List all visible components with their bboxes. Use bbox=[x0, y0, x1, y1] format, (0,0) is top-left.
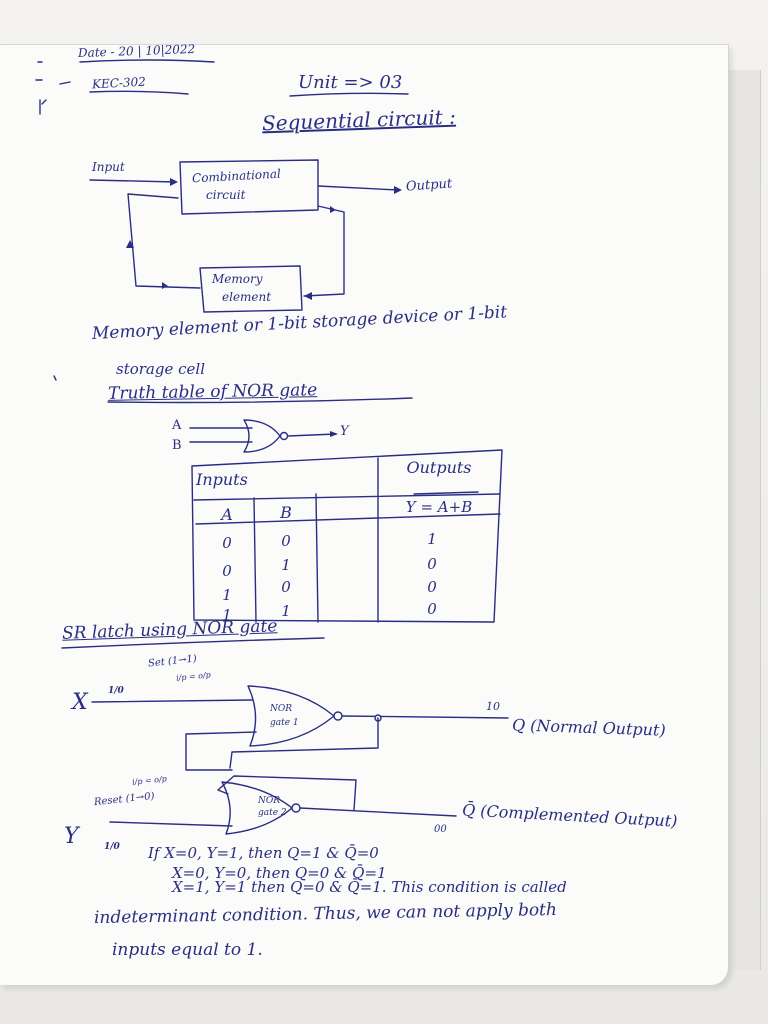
table-row-2-a: 0 bbox=[222, 562, 232, 580]
notebook-page bbox=[0, 44, 729, 985]
table-row-4-a: 1 bbox=[222, 606, 232, 624]
x-input-label: X bbox=[72, 690, 88, 715]
sr-heading-underline bbox=[61, 637, 325, 649]
nor-gate-2 bbox=[221, 781, 293, 835]
y-input-annotation: 1/0 bbox=[104, 842, 120, 852]
nor-output-y: Y bbox=[340, 424, 349, 439]
feedback-from-q bbox=[229, 717, 379, 769]
qbar-wire bbox=[299, 807, 457, 817]
table-col-y: Y = A+B bbox=[405, 498, 473, 516]
condition-line-5: inputs equal to 1. bbox=[112, 940, 263, 960]
nor-gate-symbol bbox=[189, 419, 338, 453]
sr-latch-circuit bbox=[91, 685, 509, 835]
nor-input-a: A bbox=[172, 418, 182, 433]
table-row-3-a: 1 bbox=[222, 586, 232, 604]
table-row-1-y: 1 bbox=[427, 530, 437, 548]
feedback-left bbox=[127, 193, 201, 289]
feedback-arrow-into-memory bbox=[304, 292, 312, 300]
feedback-left-arrow bbox=[162, 282, 168, 289]
course-code-underline bbox=[89, 90, 189, 95]
table-col-b: B bbox=[280, 503, 292, 522]
gate2-label-line1: NOR bbox=[258, 796, 281, 806]
feedback-right bbox=[303, 205, 345, 297]
combinational-box bbox=[179, 159, 319, 215]
table-row-3-y: 0 bbox=[427, 578, 437, 596]
qbar-value: 00 bbox=[434, 824, 447, 835]
output-arrow bbox=[394, 186, 402, 194]
memory-box bbox=[199, 265, 303, 313]
table-row-1-b: 0 bbox=[281, 532, 291, 550]
memory-label-line1: Memory bbox=[212, 272, 263, 286]
unit-underline bbox=[289, 92, 409, 97]
gate1-label-line1: NOR bbox=[270, 704, 293, 714]
nor-gate-1 bbox=[247, 685, 335, 747]
table-row-2-y: 0 bbox=[427, 555, 437, 573]
memory-note-line2: storage cell bbox=[116, 360, 205, 378]
combinational-label-line2: circuit bbox=[206, 188, 246, 202]
condition-line-2: X=0, Y=0, then Q=0 & Q̄=1 bbox=[172, 864, 387, 882]
table-col-a: A bbox=[221, 505, 233, 524]
truth-table-grid bbox=[191, 449, 503, 623]
q-value: 10 bbox=[486, 700, 500, 713]
nor-bar bbox=[413, 491, 479, 495]
input-label: Input bbox=[92, 160, 125, 174]
input-arrow bbox=[170, 178, 178, 186]
y-input-label: Y bbox=[64, 824, 79, 849]
feedback-right-arrow bbox=[330, 206, 336, 213]
table-row-4-b: 1 bbox=[281, 602, 291, 620]
condition-line-3: X=1, Y=1 then Q=0 & Q̄=1. This condition… bbox=[172, 878, 567, 896]
feedback-up-arrow bbox=[126, 240, 134, 248]
gate1-second-input bbox=[185, 731, 257, 771]
table-row-1-a: 0 bbox=[222, 534, 232, 552]
truth-heading-underline bbox=[107, 397, 413, 404]
date-underline bbox=[79, 59, 215, 63]
nor-input-b: B bbox=[172, 438, 182, 453]
feedback-from-qbar bbox=[217, 775, 357, 811]
y-input-wire bbox=[109, 821, 233, 827]
table-row-3-b: 0 bbox=[281, 578, 291, 596]
margin-marks bbox=[35, 61, 71, 381]
x-input-annotation: 1/0 bbox=[108, 686, 124, 696]
gate1-label-line2: gate 1 bbox=[270, 718, 299, 728]
gate2-label-line2: gate 2 bbox=[258, 808, 287, 818]
table-row-4-y: 0 bbox=[427, 600, 437, 618]
input-line bbox=[89, 179, 177, 183]
memory-label-line2: element bbox=[222, 290, 272, 304]
table-row-2-b: 1 bbox=[281, 556, 291, 574]
condition-line-1: If X=0, Y=1, then Q=1 & Q̄=0 bbox=[148, 844, 379, 862]
table-header-outputs: Outputs bbox=[406, 458, 472, 477]
output-line bbox=[317, 185, 399, 191]
block-diagram bbox=[89, 159, 402, 313]
unit-title: Unit => 03 bbox=[298, 72, 403, 93]
x-input-wire bbox=[91, 699, 253, 703]
table-header-inputs: Inputs bbox=[196, 470, 248, 489]
q-wire bbox=[341, 715, 509, 719]
